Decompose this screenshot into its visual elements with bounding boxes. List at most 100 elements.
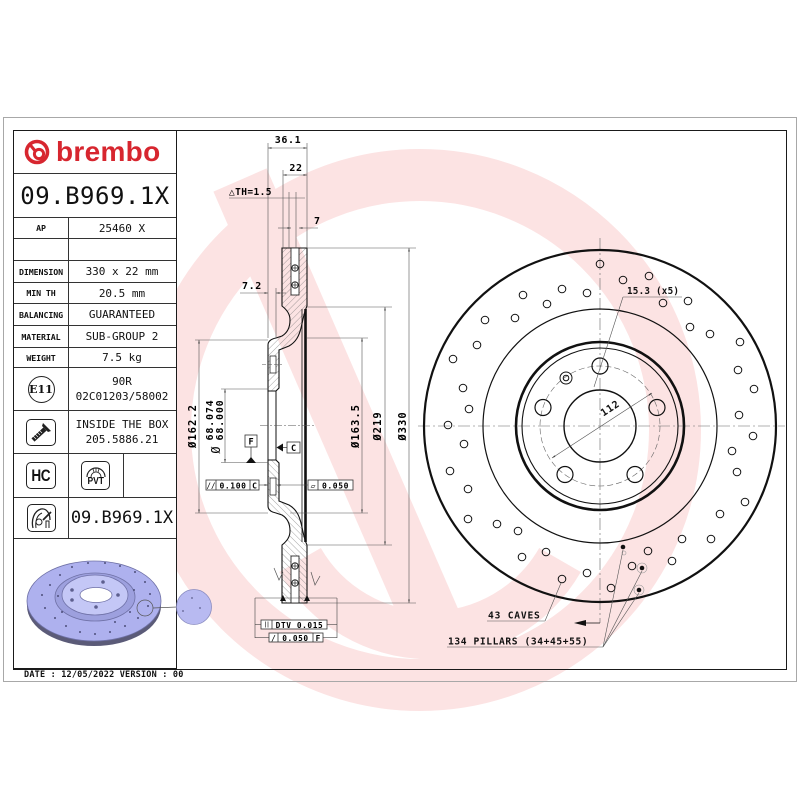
magnifier-hole bbox=[199, 607, 201, 609]
bolt-hole bbox=[626, 465, 644, 484]
locator-hole-outer bbox=[559, 371, 573, 385]
front-view: 112 15.3 (x5) 43 CAVES 134 PILLARS (34+4… bbox=[418, 238, 785, 648]
drilled-hole bbox=[735, 337, 745, 347]
drilled-hole bbox=[463, 484, 473, 494]
drilled-hole bbox=[492, 519, 502, 529]
pillars-label: 134 PILLARS (34+45+55) bbox=[448, 637, 588, 648]
brembo-logo-icon bbox=[24, 139, 50, 165]
badges-row: HC PVT bbox=[14, 454, 176, 498]
pillar-ring bbox=[636, 562, 648, 574]
bolt-hole-leader bbox=[593, 296, 624, 388]
view-arrow-head-icon bbox=[574, 620, 586, 626]
disc-side-icon bbox=[26, 504, 56, 532]
drilled-hole bbox=[443, 420, 453, 430]
sheet-outer-border bbox=[3, 117, 797, 682]
spec-row-balancing: BALANCING GUARANTEED bbox=[14, 304, 176, 326]
pvt-badge-icon: PVT bbox=[81, 461, 110, 490]
drilled-hole bbox=[715, 509, 725, 519]
drilled-hole bbox=[517, 552, 527, 562]
detail-callout-leader bbox=[152, 606, 178, 609]
drilled-hole bbox=[513, 526, 523, 536]
approval-row: E11 90R 02C01203/58002 bbox=[14, 368, 176, 411]
drilled-hole bbox=[480, 315, 490, 325]
bolt-hole bbox=[556, 465, 574, 484]
bolt-holes bbox=[534, 357, 666, 484]
dim-bore-max: 68.074 bbox=[205, 400, 216, 441]
watermark-inner-arc bbox=[279, 547, 581, 660]
pillar-markers bbox=[620, 544, 648, 596]
pillars-leader bbox=[602, 549, 624, 648]
inside-box-code: 205.5886.21 bbox=[85, 433, 159, 446]
drilled-hole bbox=[618, 275, 628, 285]
parallelism-frame: // 0.100 C bbox=[205, 479, 268, 491]
caves-leader bbox=[544, 582, 562, 622]
datum-f: F bbox=[244, 434, 258, 463]
runout-frame bbox=[268, 632, 324, 643]
drilled-hole bbox=[463, 514, 473, 524]
dim-bore-symbol: Ø bbox=[209, 446, 223, 454]
drilled-hole bbox=[606, 583, 616, 593]
drilled-hole bbox=[643, 546, 653, 556]
parallelism-symbol: // bbox=[206, 482, 215, 491]
drilled-hole bbox=[448, 354, 458, 364]
pillar-dot bbox=[636, 587, 642, 593]
drilled-hole bbox=[727, 446, 737, 456]
datum-c: C bbox=[276, 441, 301, 454]
pvt-badge-cell: PVT bbox=[68, 454, 124, 497]
disc-3d-drill-holes bbox=[41, 562, 151, 635]
surface-finish-icon bbox=[273, 567, 284, 581]
drilled-hole bbox=[749, 384, 759, 394]
spec-label: DIMENSION bbox=[14, 261, 69, 282]
spec-value: 330 x 22 mm bbox=[85, 265, 159, 278]
surface-finish-icon bbox=[310, 571, 321, 586]
pillar-dot bbox=[639, 565, 645, 571]
inside-box-row: INSIDE THE BOX 205.5886.21 bbox=[14, 411, 176, 454]
right-dimensions bbox=[290, 247, 416, 604]
spec-label: MIN TH bbox=[14, 283, 69, 303]
drilled-hole bbox=[541, 547, 551, 557]
pillar-dot bbox=[620, 544, 626, 550]
drilled-hole bbox=[658, 298, 668, 308]
ap-label: AP bbox=[14, 218, 69, 238]
product-row: 09.B969.1X bbox=[14, 498, 176, 539]
drilled-hole bbox=[557, 574, 567, 584]
dim-bore-min: 68.000 bbox=[215, 400, 226, 441]
dtv-frame bbox=[260, 619, 328, 630]
dim-flange-thickness: 7.2 bbox=[242, 281, 262, 292]
pcd-dimension-line bbox=[551, 392, 653, 459]
dim-hat-diameter: Ø163.5 bbox=[350, 404, 362, 449]
approval-code: 90R bbox=[112, 375, 132, 388]
e11-approval-icon: E11 bbox=[27, 375, 55, 403]
bolt-hole bbox=[591, 357, 609, 375]
spec-label: WEIGHT bbox=[14, 348, 69, 367]
drilled-hole bbox=[464, 404, 474, 414]
pvt-badge-text: PVT bbox=[87, 476, 104, 487]
datum-triangle-icon bbox=[304, 595, 310, 601]
bottom-tolerance-block: DTV 0.015 / 0.050 F bbox=[254, 595, 338, 643]
disc-outer-edge bbox=[422, 248, 778, 604]
datum-c-triangle-icon bbox=[276, 443, 283, 452]
drilled-hole bbox=[445, 466, 455, 476]
drilled-hole bbox=[510, 313, 520, 323]
date-version-footer: DATE : 12/05/2022 VERSION : 00 bbox=[24, 670, 184, 680]
hc-badge-cell: HC bbox=[14, 454, 69, 497]
parallelism-datum: C bbox=[252, 482, 257, 491]
drilled-hole bbox=[734, 410, 744, 420]
drilled-hole bbox=[644, 271, 654, 281]
locator-hole bbox=[559, 371, 573, 385]
spec-value: SUB-GROUP 2 bbox=[85, 330, 159, 343]
drilled-hole bbox=[705, 329, 715, 339]
magnifier-hole bbox=[191, 597, 193, 599]
spec-row-min-th: MIN TH 20.5 mm bbox=[14, 283, 176, 304]
disc-icon-cell bbox=[14, 498, 69, 538]
hub-outer-edge bbox=[514, 340, 686, 512]
approval-values: 90R 02C01203/58002 bbox=[68, 368, 176, 410]
drilled-hole bbox=[748, 431, 758, 441]
disc-3d-image bbox=[26, 560, 212, 646]
ap-row: AP 25460 X bbox=[14, 218, 176, 239]
dim-inner-diameter: Ø219 bbox=[372, 411, 384, 441]
empty-row bbox=[14, 239, 176, 261]
spec-value: 20.5 mm bbox=[98, 286, 146, 300]
